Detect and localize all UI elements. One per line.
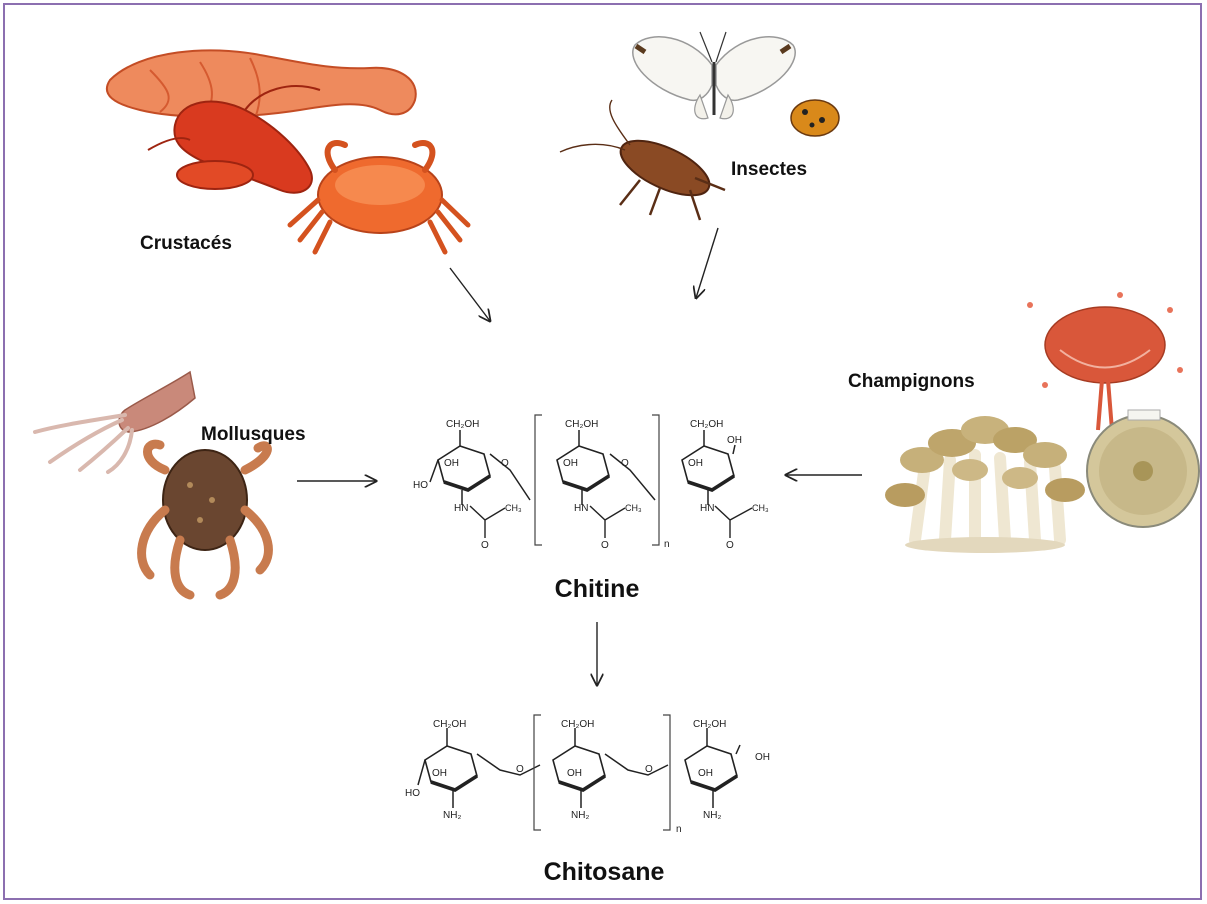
chitosane-structure: CH₂OH CH₂OH CH₂OH OH OH OH OH HO O O NH₂… [405, 715, 770, 835]
chitine-ch2oh-2: CH₂OH [565, 419, 598, 430]
mushrooms-icon [885, 416, 1085, 553]
chitine-carbonyl-o-1: O [481, 540, 489, 551]
chitosane-o-2: O [645, 764, 653, 775]
chitosane-nh2-2: NH₂ [571, 810, 589, 821]
chitine-ch3-1: CH₃ [505, 503, 522, 513]
octopus-icon [142, 444, 269, 595]
chitine-oh-4: OH [727, 435, 742, 446]
chitine-oh-2: OH [563, 458, 578, 469]
crustaces-label: Crustacés [140, 233, 232, 254]
chitine-ho: HO [413, 480, 428, 491]
arrow-crustaces-to-chitine [450, 268, 490, 321]
butterfly-icon [633, 32, 795, 119]
mollusques-label: Mollusques [201, 424, 306, 445]
chitine-hn-3: HN [700, 503, 714, 514]
chitine-o-1: O [501, 458, 509, 469]
chitine-ch3-2: CH₃ [625, 503, 642, 513]
chitine-oh-3: OH [688, 458, 703, 469]
chitine-repeat-n: n [664, 539, 670, 550]
chitosane-oh-2: OH [567, 768, 582, 779]
chitine-ch3-3: CH₃ [752, 503, 769, 513]
chitine-o-2: O [621, 458, 629, 469]
chitine-hn-2: HN [574, 503, 588, 514]
chitosane-ch2oh-3: CH₂OH [693, 719, 726, 730]
chitine-carbonyl-o-3: O [726, 540, 734, 551]
fungi-illustration [885, 292, 1199, 553]
crustaceans-illustration [107, 50, 468, 252]
chitosane-oh-3: OH [698, 768, 713, 779]
chitine-oh-1: OH [444, 458, 459, 469]
chitosane-o-1: O [516, 764, 524, 775]
chitosane-nh2-3: NH₂ [703, 810, 721, 821]
insectes-label: Insectes [731, 159, 807, 180]
squid-icon [35, 372, 195, 472]
crab-icon [290, 143, 468, 252]
chitine-hn-1: HN [454, 503, 468, 514]
petri-dish-icon [1087, 410, 1199, 527]
shrimp-icon [107, 50, 416, 118]
chitine-carbonyl-o-2: O [601, 540, 609, 551]
chitine-ch2oh-3: CH₂OH [690, 419, 723, 430]
champignons-label: Champignons [848, 371, 975, 392]
ladybug-icon [791, 100, 839, 136]
chitosane-oh-1: OH [432, 768, 447, 779]
molluscs-illustration [35, 372, 268, 595]
chitine-structure: CH₂OH CH₂OH CH₂OH OH OH OH OH HO O O HN … [413, 415, 769, 551]
chitosane-nh2-1: NH₂ [443, 810, 461, 821]
insects-illustration [560, 32, 839, 220]
chitosane-ho: HO [405, 788, 420, 799]
arrow-insectes-to-chitine [696, 228, 718, 298]
chitosane-oh-4: OH [755, 752, 770, 763]
chitosane-ch2oh-1: CH₂OH [433, 719, 466, 730]
chitine-label: Chitine [555, 575, 640, 603]
mold-spore-icon [1027, 292, 1183, 430]
chitosane-repeat-n: n [676, 824, 682, 835]
chitine-ch2oh-1: CH₂OH [446, 419, 479, 430]
chitosane-ch2oh-2: CH₂OH [561, 719, 594, 730]
chitosane-label: Chitosane [544, 858, 665, 886]
